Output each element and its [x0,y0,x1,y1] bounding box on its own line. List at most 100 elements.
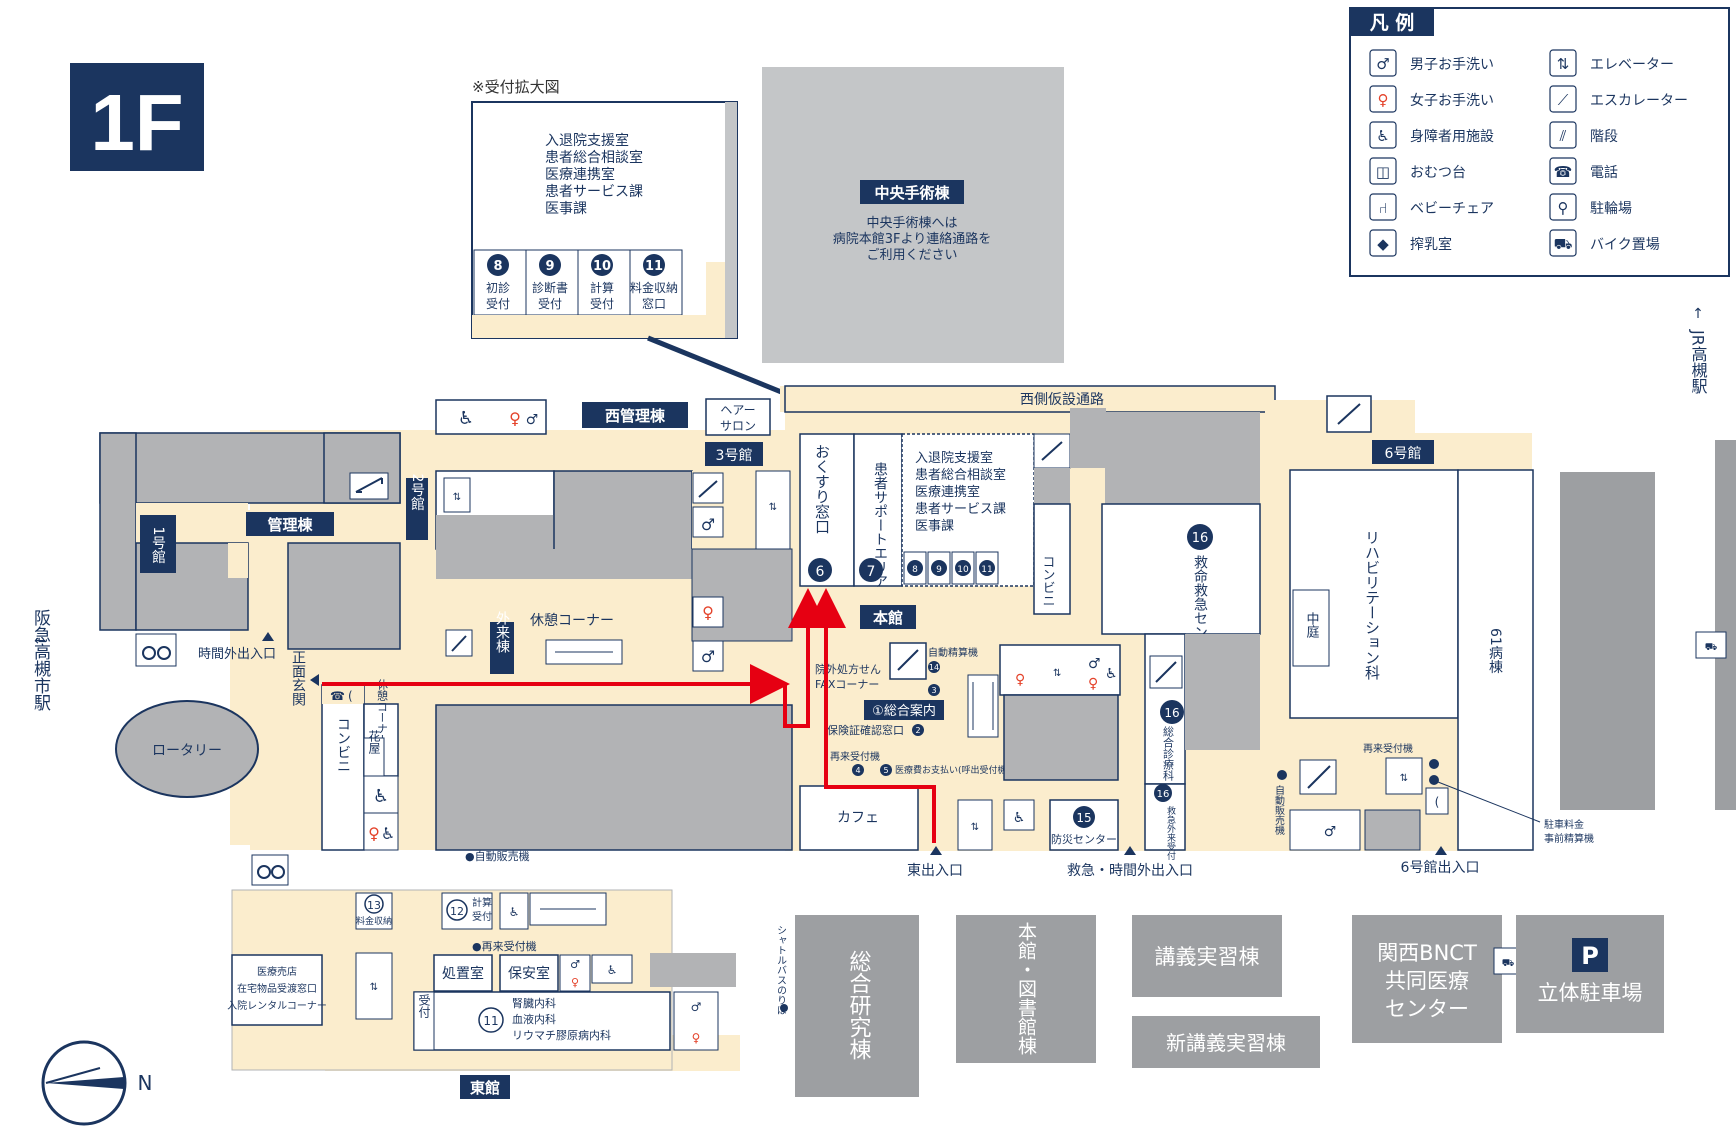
accessible-facility-icon-glyph: ♿ [1376,127,1389,145]
emergency-center: 16 救命救急センター 16 総合診療科 16 救急外来受付 [1101,412,1261,861]
iryou-shop-label-3: 入院レンタルコーナー [227,999,327,1012]
honkan: おくすり窓口 6 患者サポートエリア 7 入退院支援室患者総合相談室医療連携室患… [799,408,1121,851]
honkan-counter-number: 9 [936,565,942,575]
womens-restroom-icon: ♀ [1015,672,1025,688]
phone-icon-2: ( [348,689,353,703]
legend-item-label: おむつ台 [1410,165,1466,181]
floor-label: 1F [90,78,183,167]
phone-icon [1549,157,1577,185]
honkan-office-label: 患者サービス課 [915,501,1006,517]
legend-item-label: 男子お手洗い [1410,57,1494,73]
legend-title: 凡 例 [1370,11,1415,34]
b6-entrance-label: 6号館出入口 [1401,859,1480,876]
bicycle-parking-icon [257,865,285,879]
bnct-label-2: 共同医療 [1385,969,1469,993]
compass: N [41,1040,153,1126]
diaper-table-icon-glyph: ◫ [1376,163,1390,181]
building-6: 6号館 リハビリテーション科 中庭 61病棟 再来受付機 ⇅ ( ♂ 自動販売機… [1273,395,1594,851]
hankyu-station: 阪急高槻市駅 ← [30,609,51,711]
rotary: ロータリー [115,700,259,798]
west-wing: 1号館 管理棟 2号館 時間外出入口 [99,432,428,667]
elevator-icon: ⇅ [370,982,378,993]
inset-counter-line2: 窓口 [642,296,666,311]
point-16-b: 16 [1164,706,1179,720]
honkan-office-label: 入退院支援室 [915,450,993,466]
inset-counter-line1: 診断書 [532,280,568,295]
honkan-counter-number: 11 [981,565,992,575]
accessible-icon: ♿ [373,786,389,807]
diaper-table-icon [1369,157,1397,185]
point-4: 4 [855,766,860,775]
after-hours-left-marker [262,632,274,641]
auto-pay-label: 自動精算機 [928,646,978,659]
compass-needle-icon [46,1077,124,1089]
legend-item-label: 身障者用施設 [1410,129,1494,145]
iryou-shop-label-2: 在宅物品受渡窓口 [237,982,317,995]
point-16: 16 [1192,531,1209,546]
konbini-block: コンビニ ☎ ( 休憩コーナー 花屋 ♿ ♀ ♿ [321,679,399,851]
building-3-label: 3号館 [716,447,753,464]
mens-restroom-icon [1369,49,1397,77]
konbini-center-label: コンビニ [1040,555,1055,607]
top-facility-row: ♿ ♀ ♂ 西管理棟 ヘアー サロン 3号館 [435,398,771,466]
elevator-icon: ⇅ [1053,668,1061,679]
motorbike-parking-icon [1549,229,1577,257]
external-buildings: 総合研究棟 本館・図書館棟 講義実習棟 新講義実習棟 関西BNCT 共同医療 セ… [795,915,1664,1097]
hankyu-station-label: 阪急高槻市駅 [30,609,51,711]
baby-chair-icon-glyph: ⑁ [1378,199,1387,217]
stairs-icon [1337,403,1361,425]
inset-counter-line2: 受付 [590,297,614,311]
point-3: 3 [931,686,936,695]
inset-counter-number: 8 [493,259,502,274]
stairs-icon [451,635,467,652]
escalator-icon-glyph: ⟋ [1558,91,1569,109]
point-11-east: 11 [483,1014,498,1028]
east-entrance-label: 東出入口 [907,863,963,879]
auto-vending-right-label: 自動販売機 [1273,784,1285,836]
inset-counter-line2: 受付 [538,297,562,311]
honkan-office-label: 医療連携室 [915,484,980,500]
phone-icon-glyph: ☎ [1554,163,1573,181]
inset-office-label: 医療連携室 [545,166,615,183]
escalator-icon [972,682,994,730]
accessible-facility-icon [1369,121,1397,149]
elevator-icon: ⇅ [1400,773,1408,784]
elevator-icon-2: ⇅ [769,502,777,513]
building-2-label: 2号館 [409,474,425,511]
left-arrow-icon: ← [34,633,46,649]
route-to-counters [322,588,936,843]
nakaniwa-label: 中庭 [1304,612,1320,639]
main-entrance-label: 正面玄関 [290,650,306,707]
motorbike-parking-icon-glyph: ⛟ [1554,235,1573,253]
sougou-kenkyu-label: 総合研究棟 [846,950,872,1060]
point-2: 2 [915,726,920,735]
kanri-building-label: 管理棟 [267,516,313,534]
central-surgery-note-2: 病院本館3Fより連絡通路を [833,231,992,247]
higashikan-label: 東館 [470,1079,500,1097]
compass-north-label: N [138,1071,153,1095]
right-edge-buildings: ⛟ JR高槻駅 ↑ [1560,306,1736,810]
phone-icon: ( [1435,795,1440,809]
rehab-label: リハビリテーション科 [1363,530,1381,680]
mens-restroom-icon-2: ♂ [691,1000,702,1014]
hair-salon-label-2: サロン [720,419,756,433]
inset-office-label: 患者サービス課 [545,184,643,200]
point-15: 15 [1076,811,1091,825]
mens-restroom-icon: ♂ [1324,824,1337,840]
legend-item-label: 女子お手洗い [1410,92,1494,109]
legend-item-label: 電話 [1590,164,1618,181]
point-16-c: 16 [1157,789,1170,800]
legend-item-label: バイク置場 [1590,237,1660,253]
legend-item-label: 搾乳室 [1410,236,1452,253]
parking-p-icon: P [1581,942,1599,970]
inset-counter-line1: 初診 [486,280,510,295]
central-surgery-note-3: ご利用ください [866,247,957,263]
fax-label-1: 院外処方せん [815,662,881,676]
hoan-label: 保安室 [508,965,550,982]
baby-chair-icon [1369,193,1397,221]
honkan-counter-number: 8 [912,565,918,575]
inset-counter-number: 9 [545,259,554,274]
cafe-label: カフェ [837,810,879,826]
shin-kougi-label: 新講義実習棟 [1166,1031,1286,1055]
